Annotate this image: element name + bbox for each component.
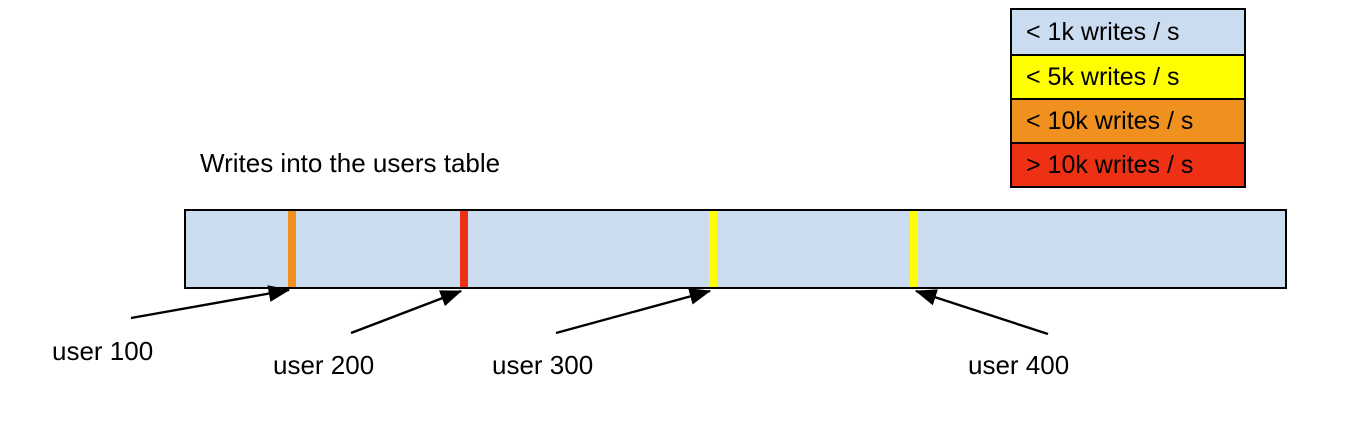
user-100-boundary: [288, 211, 296, 287]
label-user-200: user 200: [273, 350, 375, 380]
legend-label: < 5k writes / s: [1026, 62, 1180, 91]
arrow-user-100: [130, 285, 291, 320]
label-user-400: user 400: [968, 350, 1070, 380]
arrow-user-300: [555, 288, 712, 335]
users-table-bar: [184, 209, 1287, 289]
legend-item-lt-10k: < 10k writes / s: [1012, 98, 1244, 142]
write-rate-legend: < 1k writes / s < 5k writes / s < 10k wr…: [1010, 8, 1246, 188]
user-200-boundary: [460, 211, 468, 287]
arrow-user-200: [350, 289, 463, 335]
user-400-boundary: [910, 211, 918, 287]
legend-label: < 10k writes / s: [1026, 106, 1194, 135]
label-user-300: user 300: [492, 350, 594, 380]
user-300-boundary: [709, 211, 717, 287]
label-user-100: user 100: [52, 336, 154, 366]
arrow-user-400: [914, 289, 1049, 336]
legend-item-gt-10k: > 10k writes / s: [1012, 142, 1244, 186]
legend-item-lt-1k: < 1k writes / s: [1012, 10, 1244, 54]
legend-item-lt-5k: < 5k writes / s: [1012, 54, 1244, 98]
diagram-title: Writes into the users table: [200, 148, 501, 178]
legend-label: > 10k writes / s: [1026, 150, 1194, 179]
legend-label: < 1k writes / s: [1026, 17, 1180, 46]
